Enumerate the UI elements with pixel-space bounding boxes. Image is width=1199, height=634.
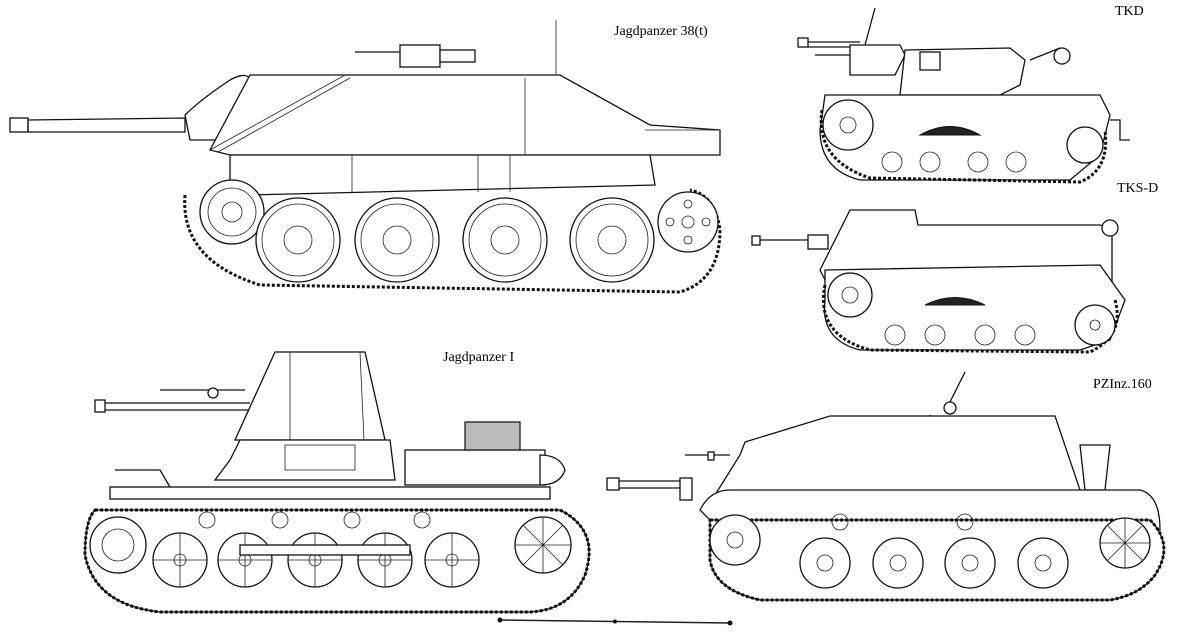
label-pzinz-160: PZInz.160 [1093, 377, 1152, 392]
label-tks-d: TKS-D [1117, 181, 1159, 196]
label-jagdpanzer-i: Jagdpanzer I [443, 350, 515, 365]
label-jagdpanzer-38t: Jagdpanzer 38(t) [614, 24, 708, 39]
label-tkd: TKD [1115, 4, 1144, 19]
